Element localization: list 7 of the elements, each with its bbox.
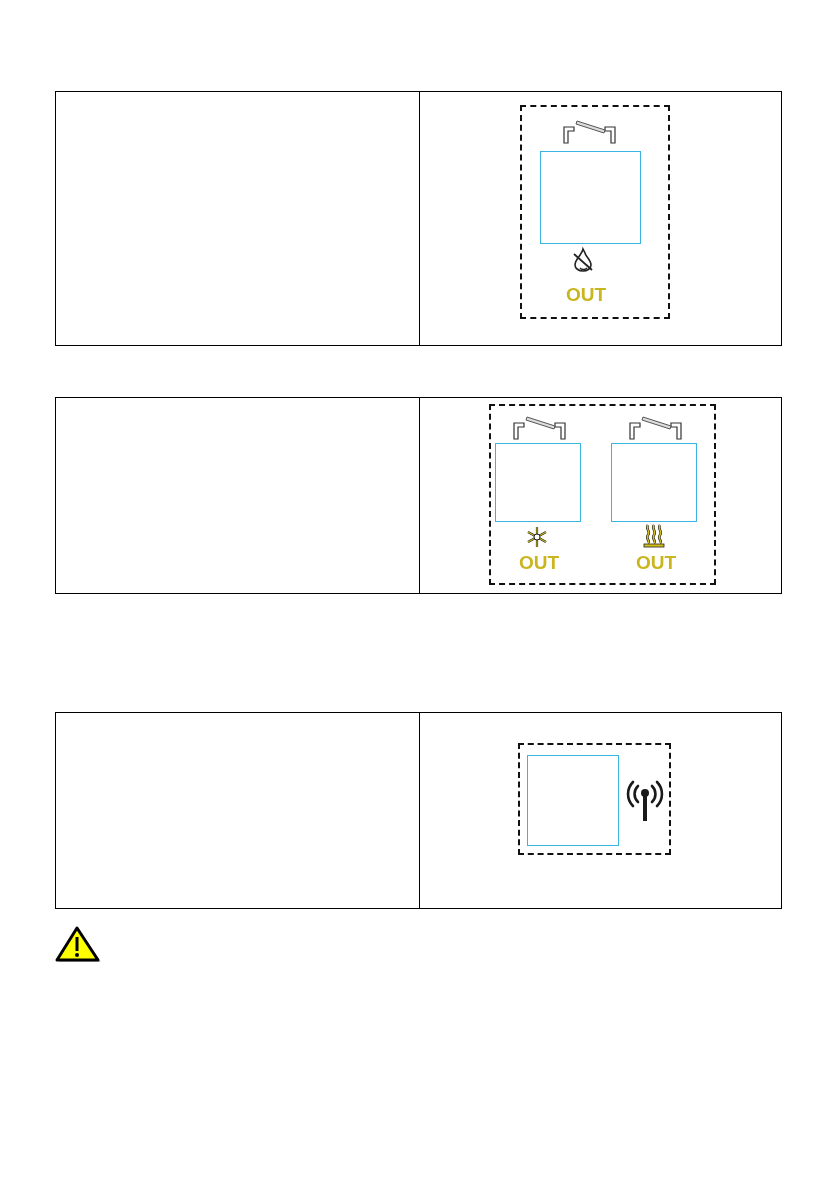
output-label: OUT: [565, 285, 607, 305]
display-screen: [527, 755, 619, 846]
display-screen: [495, 443, 581, 522]
display-screen: [540, 151, 641, 244]
display-screen: [611, 443, 697, 522]
output-label: OUT: [518, 553, 560, 573]
output-label: OUT: [635, 553, 677, 573]
